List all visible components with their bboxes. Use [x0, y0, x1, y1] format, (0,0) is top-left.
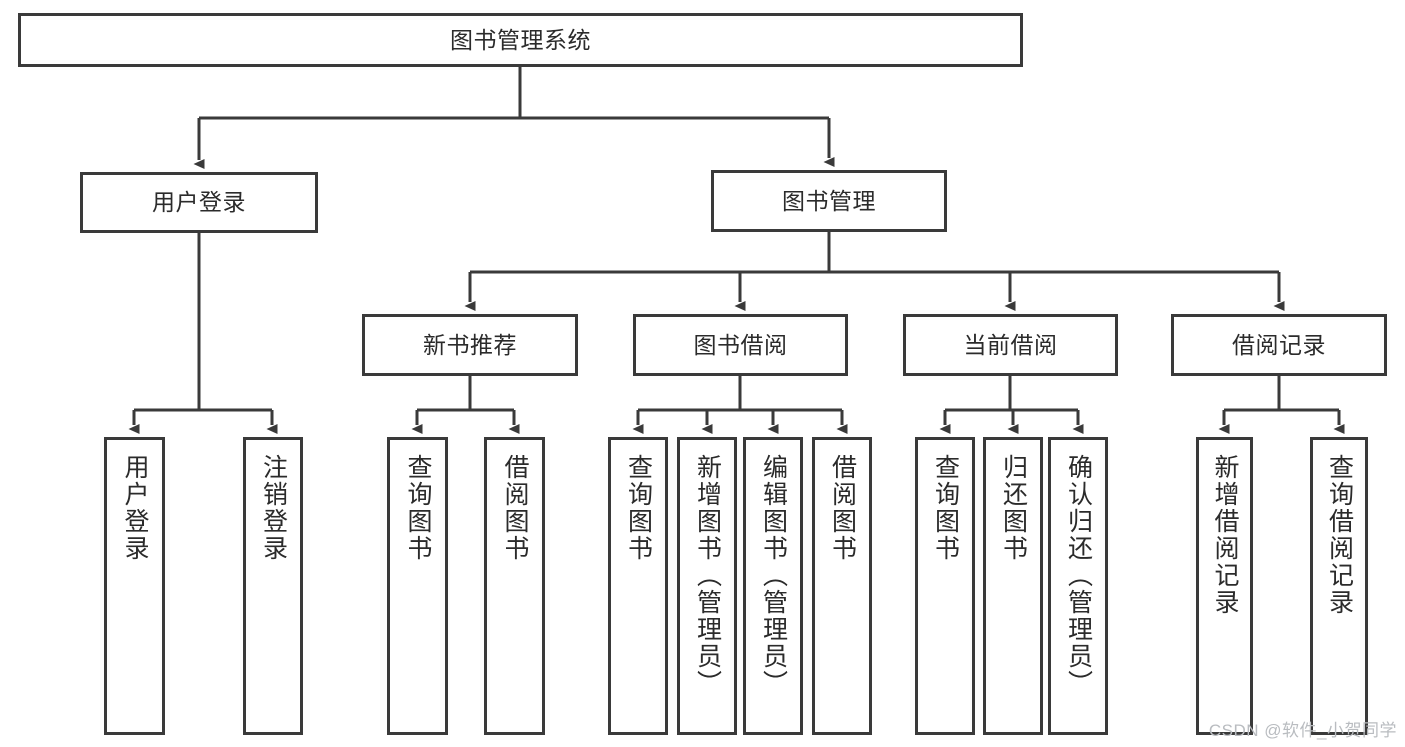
node-leaf-logout[interactable]: 注销登录 [243, 437, 303, 735]
node-label: 归还图书 [999, 454, 1028, 562]
node-label: 借阅图书 [501, 454, 529, 562]
node-label: 借阅记录 [1232, 331, 1326, 358]
node-leaf-return-book[interactable]: 归还图书 [983, 437, 1043, 735]
node-label: 用户登录 [121, 454, 149, 562]
node-root[interactable]: 图书管理系统 [18, 13, 1023, 67]
node-leaf-edit-book[interactable]: 编辑图书（管理员） [743, 437, 803, 735]
node-label: 图书管理系统 [450, 26, 591, 53]
node-label: 注销登录 [259, 454, 288, 562]
node-leaf-borrow-book-rec[interactable]: 借阅图书 [484, 437, 545, 735]
node-label: 编辑图书（管理员） [759, 454, 788, 697]
node-book-manage[interactable]: 图书管理 [711, 170, 947, 232]
node-leaf-query-record[interactable]: 查询借阅记录 [1310, 437, 1368, 735]
node-user-login[interactable]: 用户登录 [80, 172, 318, 233]
node-label: 查询图书 [624, 454, 653, 562]
node-leaf-borrow-book[interactable]: 借阅图书 [812, 437, 872, 735]
node-leaf-user-login[interactable]: 用户登录 [104, 437, 165, 735]
node-leaf-add-record[interactable]: 新增借阅记录 [1196, 437, 1253, 735]
watermark-label: CSDN @软件_小贺同学 [1208, 721, 1397, 740]
node-current-borrow[interactable]: 当前借阅 [903, 314, 1118, 376]
node-label: 图书管理 [782, 187, 876, 214]
node-label: 查询图书 [404, 454, 432, 562]
node-label: 用户登录 [152, 189, 246, 216]
node-leaf-query-book-borrow[interactable]: 查询图书 [608, 437, 668, 735]
node-label: 确认归还（管理员） [1064, 454, 1093, 697]
node-label: 查询图书 [931, 454, 960, 562]
node-borrow-record[interactable]: 借阅记录 [1171, 314, 1387, 376]
node-leaf-confirm-return[interactable]: 确认归还（管理员） [1048, 437, 1108, 735]
node-label: 当前借阅 [963, 331, 1058, 358]
node-leaf-query-book-rec[interactable]: 查询图书 [387, 437, 448, 735]
node-leaf-query-book-cur[interactable]: 查询图书 [915, 437, 975, 735]
node-label: 新书推荐 [423, 331, 517, 358]
node-label: 新增借阅记录 [1211, 454, 1239, 616]
node-book-borrow[interactable]: 图书借阅 [633, 314, 848, 376]
node-new-book-recommend[interactable]: 新书推荐 [362, 314, 578, 376]
node-leaf-add-book[interactable]: 新增图书（管理员） [677, 437, 737, 735]
node-label: 新增图书（管理员） [693, 454, 722, 697]
node-label: 借阅图书 [828, 454, 857, 562]
node-label: 图书借阅 [693, 331, 788, 358]
node-label: 查询借阅记录 [1325, 454, 1354, 616]
